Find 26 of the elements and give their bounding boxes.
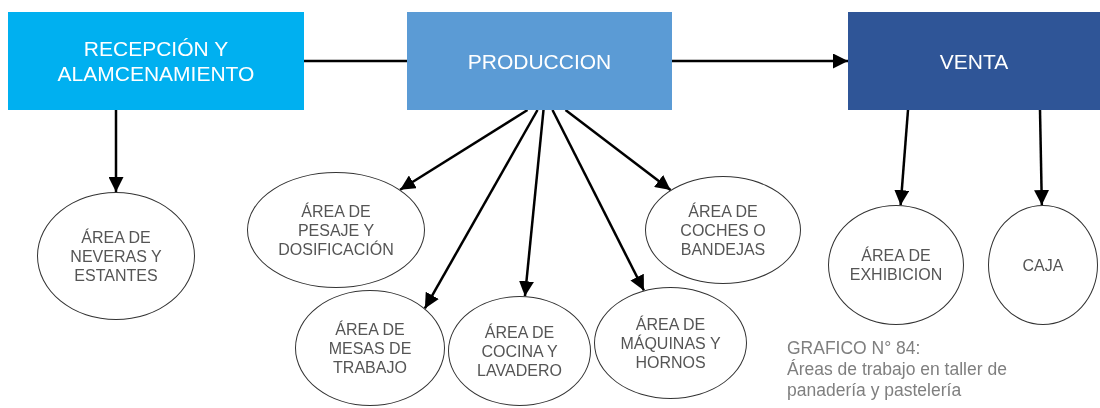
node-label: ÁREA DE NEVERAS Y ESTANTES [69, 227, 163, 285]
node-label: VENTA [938, 48, 1010, 74]
node-label: ÁREA DE COCHES O BANDEJAS [679, 201, 767, 259]
figure-number: GRAFICO N° 84: [787, 338, 922, 359]
arrow [551, 109, 646, 292]
arrow [1034, 109, 1050, 206]
arrow [519, 109, 545, 297]
arrow [672, 53, 848, 69]
node-label: RECEPCIÓN Y ALAMCENAMIENTO [56, 36, 256, 86]
process-box [848, 12, 1100, 110]
figure-caption: Áreas de trabajo en taller de panadería y pastelería [787, 359, 1008, 401]
node-label: ÁREA DE MÁQUINAS Y HORNOS [619, 314, 722, 372]
node-label: ÁREA DE PESAJE Y DOSIFICACIÓN [277, 201, 395, 259]
node-label: ÁREA DE MESAS DE TRABAJO [327, 319, 413, 377]
arrow [564, 109, 672, 192]
process-box [407, 12, 672, 110]
arrow [399, 108, 529, 191]
node-label: ÁREA DE EXHIBICION [848, 246, 944, 284]
node-label: CAJA [1021, 255, 1065, 275]
node-label: ÁREA DE COCINA Y LAVADERO [476, 322, 563, 380]
process-box [8, 12, 304, 110]
arrow [108, 110, 124, 192]
arrow [894, 109, 910, 206]
arrow [423, 109, 539, 310]
connector-line [304, 59, 407, 63]
node-label: PRODUCCION [466, 48, 613, 74]
